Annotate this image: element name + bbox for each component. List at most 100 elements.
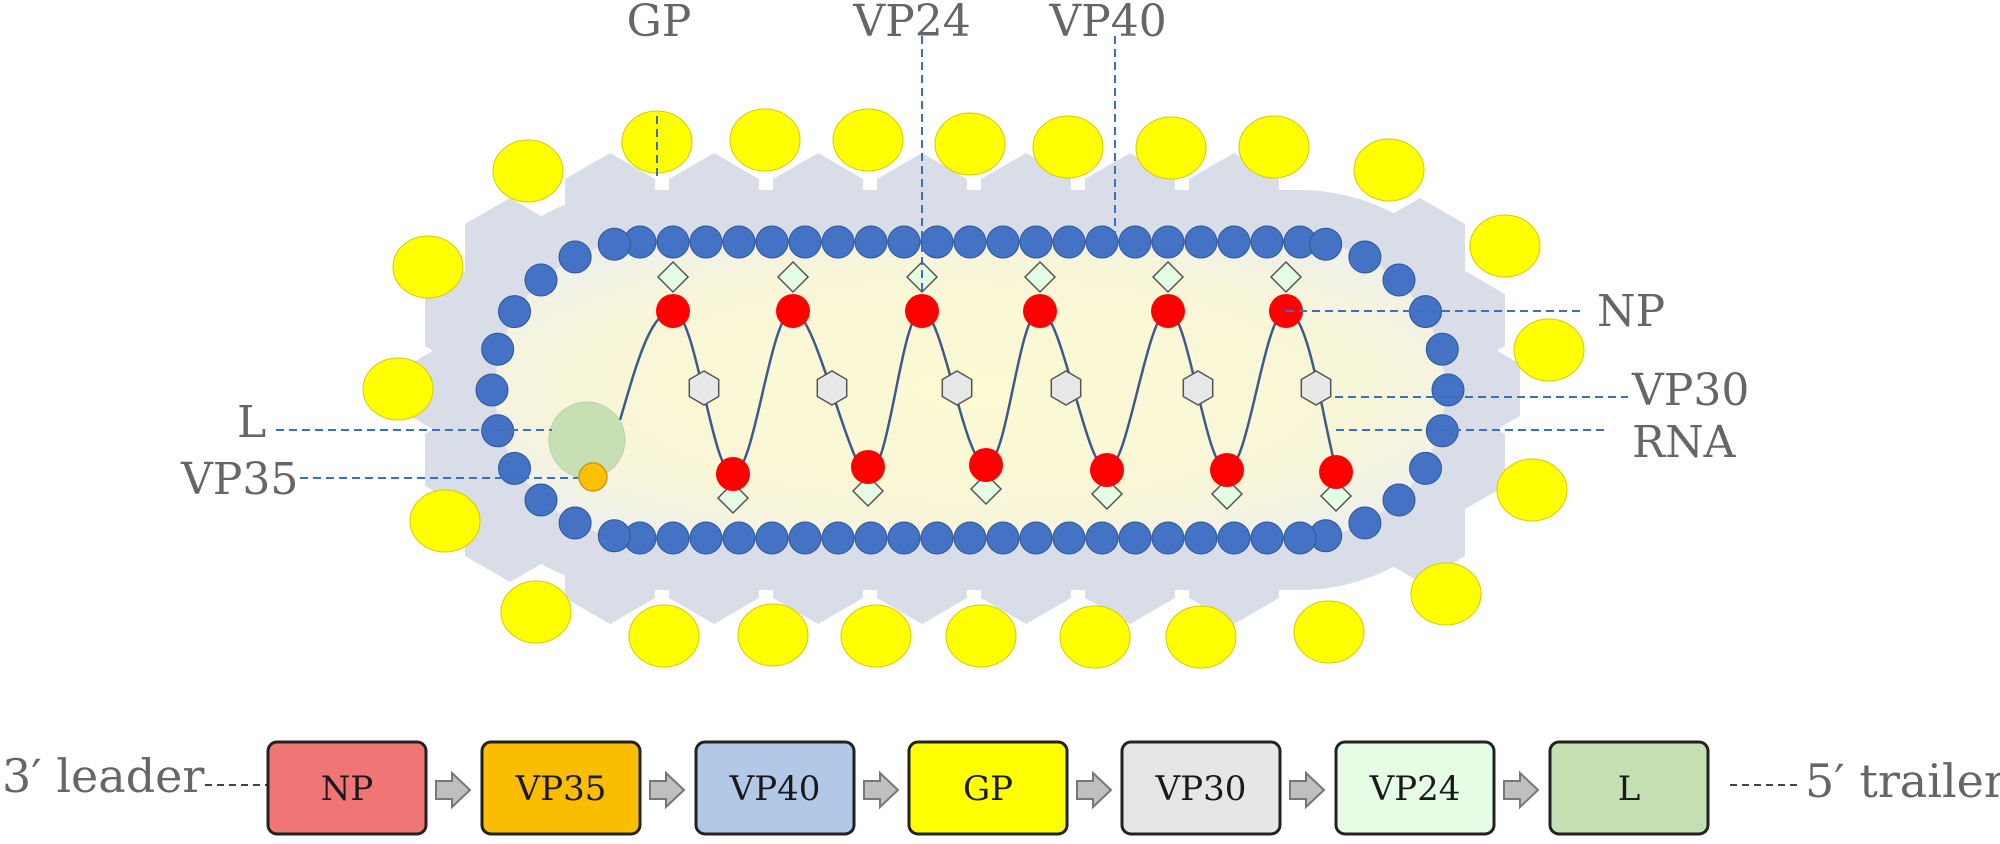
vp40-bead [1052, 521, 1086, 555]
vp40-bead [597, 519, 631, 553]
np-node [969, 448, 1003, 482]
np-node [716, 457, 750, 491]
gene-arrow-icon [863, 770, 900, 810]
vp40-bead [558, 506, 592, 540]
gene-gp: GP [907, 740, 1069, 836]
gene-vp30: VP30 [1120, 740, 1282, 836]
vp40-bead [788, 225, 822, 259]
vp30-hexagon [1182, 370, 1214, 406]
genome-map: 3′ leader 5′ trailer NP VP35 VP40 GP VP3… [2, 740, 2000, 836]
vp40-bead [656, 521, 690, 555]
gp-spike [1032, 115, 1104, 179]
np-node [1151, 294, 1185, 328]
vp40-bead [597, 227, 631, 261]
vp40-bead [854, 225, 888, 259]
vp40-bead [821, 225, 855, 259]
gp-spike [945, 604, 1017, 668]
np-node [1319, 455, 1353, 489]
vp40-bead [1184, 521, 1218, 555]
vp40-bead [1085, 521, 1119, 555]
np-node [1090, 453, 1124, 487]
vp40-bead [1431, 373, 1465, 407]
gene-label: L [1618, 769, 1641, 809]
vp24-diamond [716, 481, 750, 515]
vp24-diamond [1269, 260, 1303, 294]
gene-box [1120, 740, 1282, 836]
vp40-bead [1348, 506, 1382, 540]
gp-spike [832, 108, 904, 172]
rna-label: RNA [1632, 417, 1737, 468]
gene-arrow-icon [1076, 770, 1113, 810]
vp40-bead [755, 225, 789, 259]
gp-spike [628, 604, 700, 668]
gp-spike [1238, 115, 1310, 179]
trailer-label: 5′ trailer [1805, 754, 2000, 808]
vp30-label: VP30 [1631, 365, 1749, 416]
gp-spike [392, 235, 464, 299]
np-node [1210, 453, 1244, 487]
vp40-bead [498, 451, 531, 485]
vp40-bead [887, 521, 921, 555]
vp40-bead [1151, 521, 1185, 555]
vp24-diamond [851, 474, 885, 508]
vp30-hexagon [816, 370, 848, 406]
gp-spike [1135, 116, 1207, 180]
vp40-bead [1425, 332, 1459, 366]
vp40-bead [722, 225, 756, 259]
gene-label: NP [321, 769, 374, 809]
gene-l: L [1548, 740, 1710, 836]
vp40-label: VP40 [1048, 0, 1166, 47]
vp24-diamond [776, 260, 810, 294]
vp30-hexagon [688, 370, 720, 406]
vp35-protein [578, 462, 608, 492]
vp35-label: VP35 [180, 454, 298, 505]
vp40-bead [1052, 225, 1086, 259]
gp-spike [1469, 214, 1541, 278]
vp30-hexagon [941, 370, 973, 406]
np-node [851, 450, 885, 484]
vp40-bead [689, 521, 723, 555]
vp40-bead [524, 263, 558, 297]
vp40-bead [986, 521, 1020, 555]
vp40-bead [689, 225, 723, 259]
gene-arrow-icon [1289, 770, 1326, 810]
vp40-bead [821, 521, 855, 555]
gp-spike [1410, 562, 1482, 626]
gene-vp24: VP24 [1334, 740, 1496, 836]
np-node [656, 294, 690, 328]
vp40-bead [1250, 521, 1284, 555]
vp40-bead [1409, 451, 1442, 485]
vp40-bead [920, 521, 954, 555]
np-node [776, 294, 810, 328]
vp40-bead [920, 225, 954, 259]
vp40-bead [1382, 483, 1416, 517]
vp40-bead [1382, 263, 1416, 297]
vp24-diamond [1210, 477, 1244, 511]
vp40-bead [1019, 521, 1053, 555]
vp40-bead [1019, 225, 1053, 259]
gene-box [480, 740, 642, 836]
vp30-hexagon [1300, 370, 1332, 406]
vp40-bead [1184, 225, 1218, 259]
vp40-bead [1217, 521, 1251, 555]
vp40-bead [1151, 225, 1185, 259]
gene-np: NP [266, 740, 428, 836]
vp40-bead [524, 483, 558, 517]
gene-box [1334, 740, 1496, 836]
gene-arrow-icon [435, 770, 472, 810]
gp-spike [729, 108, 801, 172]
leader-lines [276, 36, 1628, 479]
vp40-bead [1250, 225, 1284, 259]
gp-spike [1165, 605, 1237, 669]
vp40-bead [953, 521, 987, 555]
vp24-label: VP24 [852, 0, 970, 47]
vp40-bead [1085, 225, 1119, 259]
gene-arrow-group [435, 770, 1540, 810]
vp40-bead [854, 521, 888, 555]
gene-label: GP [963, 769, 1013, 809]
vp40-bead [722, 521, 756, 555]
l-label: L [237, 397, 266, 448]
gp-spike [840, 604, 912, 668]
gene-arrow-icon [649, 770, 686, 810]
